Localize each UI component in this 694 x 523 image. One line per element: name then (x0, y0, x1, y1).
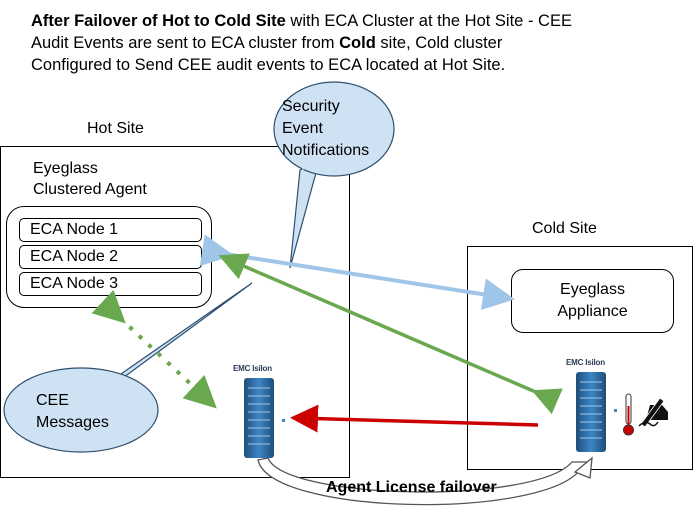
hot-storage-label: EMC Isilon (233, 364, 272, 373)
agent-license-failover-label: Agent License failover (326, 479, 497, 496)
thermometer-icon (623, 393, 634, 436)
caption-bold-2: Cold (339, 34, 376, 52)
cold-storage-label: EMC Isilon (566, 358, 605, 367)
eca-node-1: ECA Node 1 (19, 218, 202, 242)
green-arrow-cold-to-eca (218, 253, 563, 415)
eca-node-2: ECA Node 2 (19, 245, 202, 269)
hot-storage-icon (244, 378, 285, 458)
eca-title-line1: Eyeglass (33, 160, 98, 177)
eca-title-line2: Clustered Agent (33, 181, 147, 198)
caption-bold-1: After Failover of Hot to Cold Site (31, 12, 286, 30)
appliance-line2: Appliance (557, 303, 628, 320)
cee-text-1: CEE (36, 392, 69, 409)
security-bubble-text: Security Event Notifications (282, 96, 369, 162)
cee-bubble-text: CEE Messages (36, 390, 109, 434)
security-text-1: Security (282, 98, 340, 115)
hot-site-label: Hot Site (87, 120, 144, 137)
diagram-caption: After Failover of Hot to Cold Site with … (31, 10, 681, 76)
caption-text-2a: Audit Events are sent to ECA cluster fro… (31, 34, 340, 52)
appliance-line1: Eyeglass (560, 281, 625, 298)
security-text-2: Event (282, 120, 323, 137)
signature-icon (638, 397, 668, 428)
caption-text-3: Configured to Send CEE audit events to E… (31, 56, 506, 74)
caption-text-2b: site, Cold cluster (375, 34, 503, 52)
cold-storage-icon (576, 372, 617, 452)
security-text-3: Notifications (282, 142, 370, 159)
caption-text-1: with ECA Cluster at the Hot Site - CEE (285, 12, 572, 30)
red-arrow-replication (290, 404, 539, 433)
cee-text-2: Messages (36, 414, 109, 431)
cold-site-label: Cold Site (532, 220, 597, 237)
eca-title: Eyeglass Clustered Agent (33, 158, 147, 200)
